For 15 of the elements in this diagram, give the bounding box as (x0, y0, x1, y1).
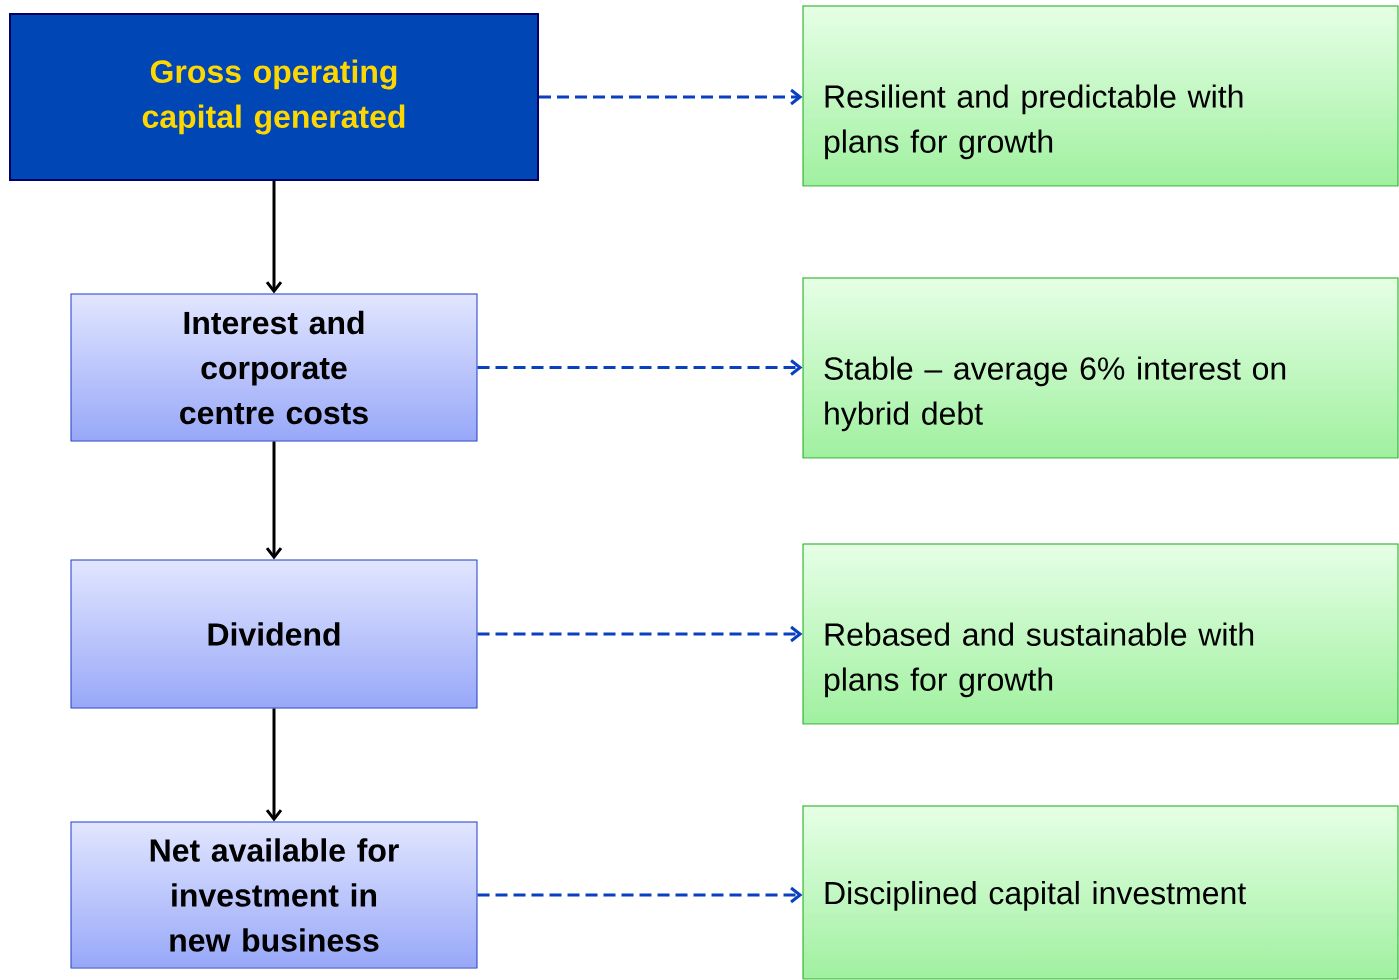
outcome-box: Stable – average 6% interest on hybrid debt (802, 277, 1399, 459)
process-box: Dividend (70, 559, 478, 709)
outcome-box: Resilient and predictable with plans for growth (802, 5, 1399, 187)
arrow (477, 359, 803, 376)
arrow (265, 708, 283, 822)
arrow (265, 441, 283, 560)
process-box: Net available for investment in new business (70, 821, 478, 969)
arrow (539, 88, 803, 106)
arrow (265, 181, 283, 294)
arrow (477, 625, 803, 643)
outcome-box: Rebased and sustainable with plans for growth (802, 543, 1399, 725)
process-box: Gross operating capital generated (9, 13, 539, 181)
process-box: Interest and corporate centre costs (70, 293, 478, 442)
arrow (477, 886, 803, 904)
outcome-box: Disciplined capital investment (802, 805, 1399, 980)
